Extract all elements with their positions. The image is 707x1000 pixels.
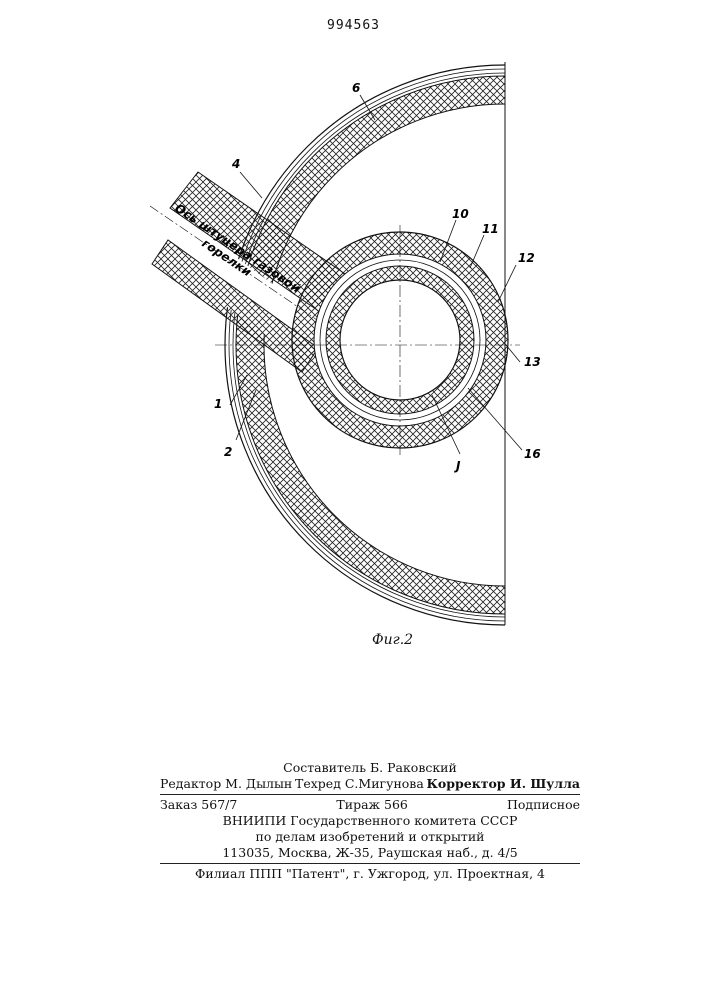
- callout-2: 2: [224, 445, 232, 459]
- divider-top: [160, 794, 580, 795]
- techred: Техред С.Мигунова: [295, 776, 424, 792]
- subscription: Подписное: [507, 797, 580, 813]
- order: Заказ 567/7: [160, 797, 237, 813]
- branch: Филиал ППП "Патент", г. Ужгород, ул. Про…: [160, 866, 580, 882]
- editor: Редактор М. Дылын: [160, 776, 292, 792]
- org-line1: ВНИИПИ Государственного комитета СССР: [160, 813, 580, 829]
- callout-6: 6: [352, 81, 360, 95]
- circulation: Тираж 566: [336, 797, 407, 813]
- callout-j: J: [454, 459, 461, 473]
- org-line2: по делам изобретений и открытий: [160, 829, 580, 845]
- figure-caption: Фиг.2: [372, 632, 413, 648]
- divider-bottom: [160, 863, 580, 864]
- callout-4: 4: [231, 157, 240, 171]
- callout-11: 11: [482, 222, 499, 236]
- imprint-block: Составитель Б. Раковский Редактор М. Дыл…: [160, 760, 580, 882]
- address: 113035, Москва, Ж-35, Раушская наб., д. …: [160, 845, 580, 861]
- order-row: Заказ 567/7 Тираж 566 Подписное: [160, 797, 580, 813]
- compiler: Составитель Б. Раковский: [160, 760, 580, 776]
- callout-16: 16: [524, 447, 541, 461]
- callout-13: 13: [524, 355, 541, 369]
- callout-10: 10: [452, 207, 469, 221]
- editorial-row: Редактор М. Дылын Техред С.Мигунова Корр…: [160, 776, 580, 792]
- corrector: Корректор И. Шулла: [427, 776, 580, 792]
- callout-12: 12: [518, 251, 535, 265]
- callout-1: 1: [214, 397, 222, 411]
